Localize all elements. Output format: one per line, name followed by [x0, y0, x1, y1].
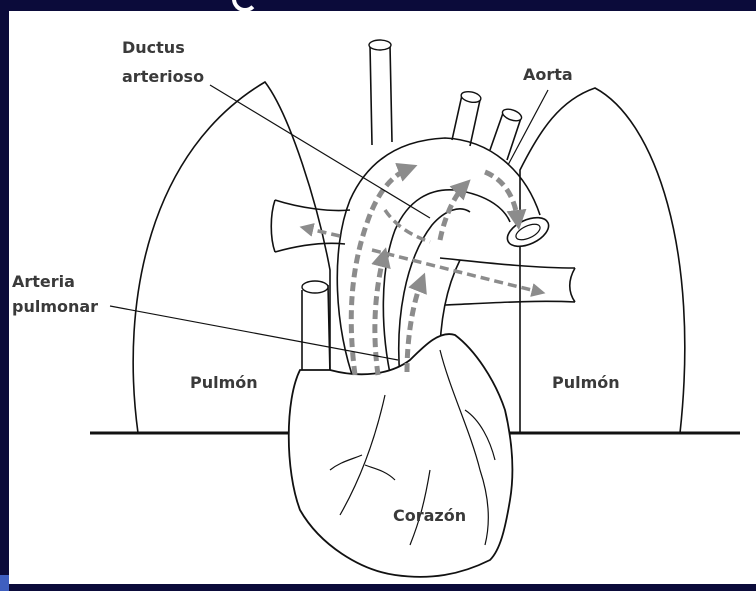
brachiocephalic-cut — [369, 40, 391, 50]
blood-flow-arrows — [305, 168, 540, 375]
pulmonary-artery-left-branch — [271, 200, 350, 252]
pulmonary-artery-right-branch — [440, 258, 575, 305]
superior-vena-cava — [302, 285, 330, 375]
label-arteria-line1: Arteria — [12, 272, 75, 291]
arteria-leader-line — [110, 306, 398, 360]
aorta-cut-end — [503, 212, 553, 252]
label-corazon: Corazón — [393, 506, 466, 525]
subclavian-cut — [501, 107, 523, 123]
label-pulmon-right: Pulmón — [552, 373, 620, 392]
carotid-cut — [460, 90, 482, 104]
vena-cava-cut — [302, 281, 328, 293]
label-ductus-line1: Ductus — [122, 38, 185, 57]
label-ductus-line2: arterioso — [122, 67, 204, 86]
label-aorta: Aorta — [523, 65, 573, 84]
label-pulmon-left: Pulmón — [190, 373, 258, 392]
brachiocephalic-artery — [370, 45, 392, 145]
ductus-leader-line — [210, 85, 430, 218]
heart-outline — [289, 334, 513, 577]
label-arteria-line2: pulmonar — [12, 297, 98, 316]
